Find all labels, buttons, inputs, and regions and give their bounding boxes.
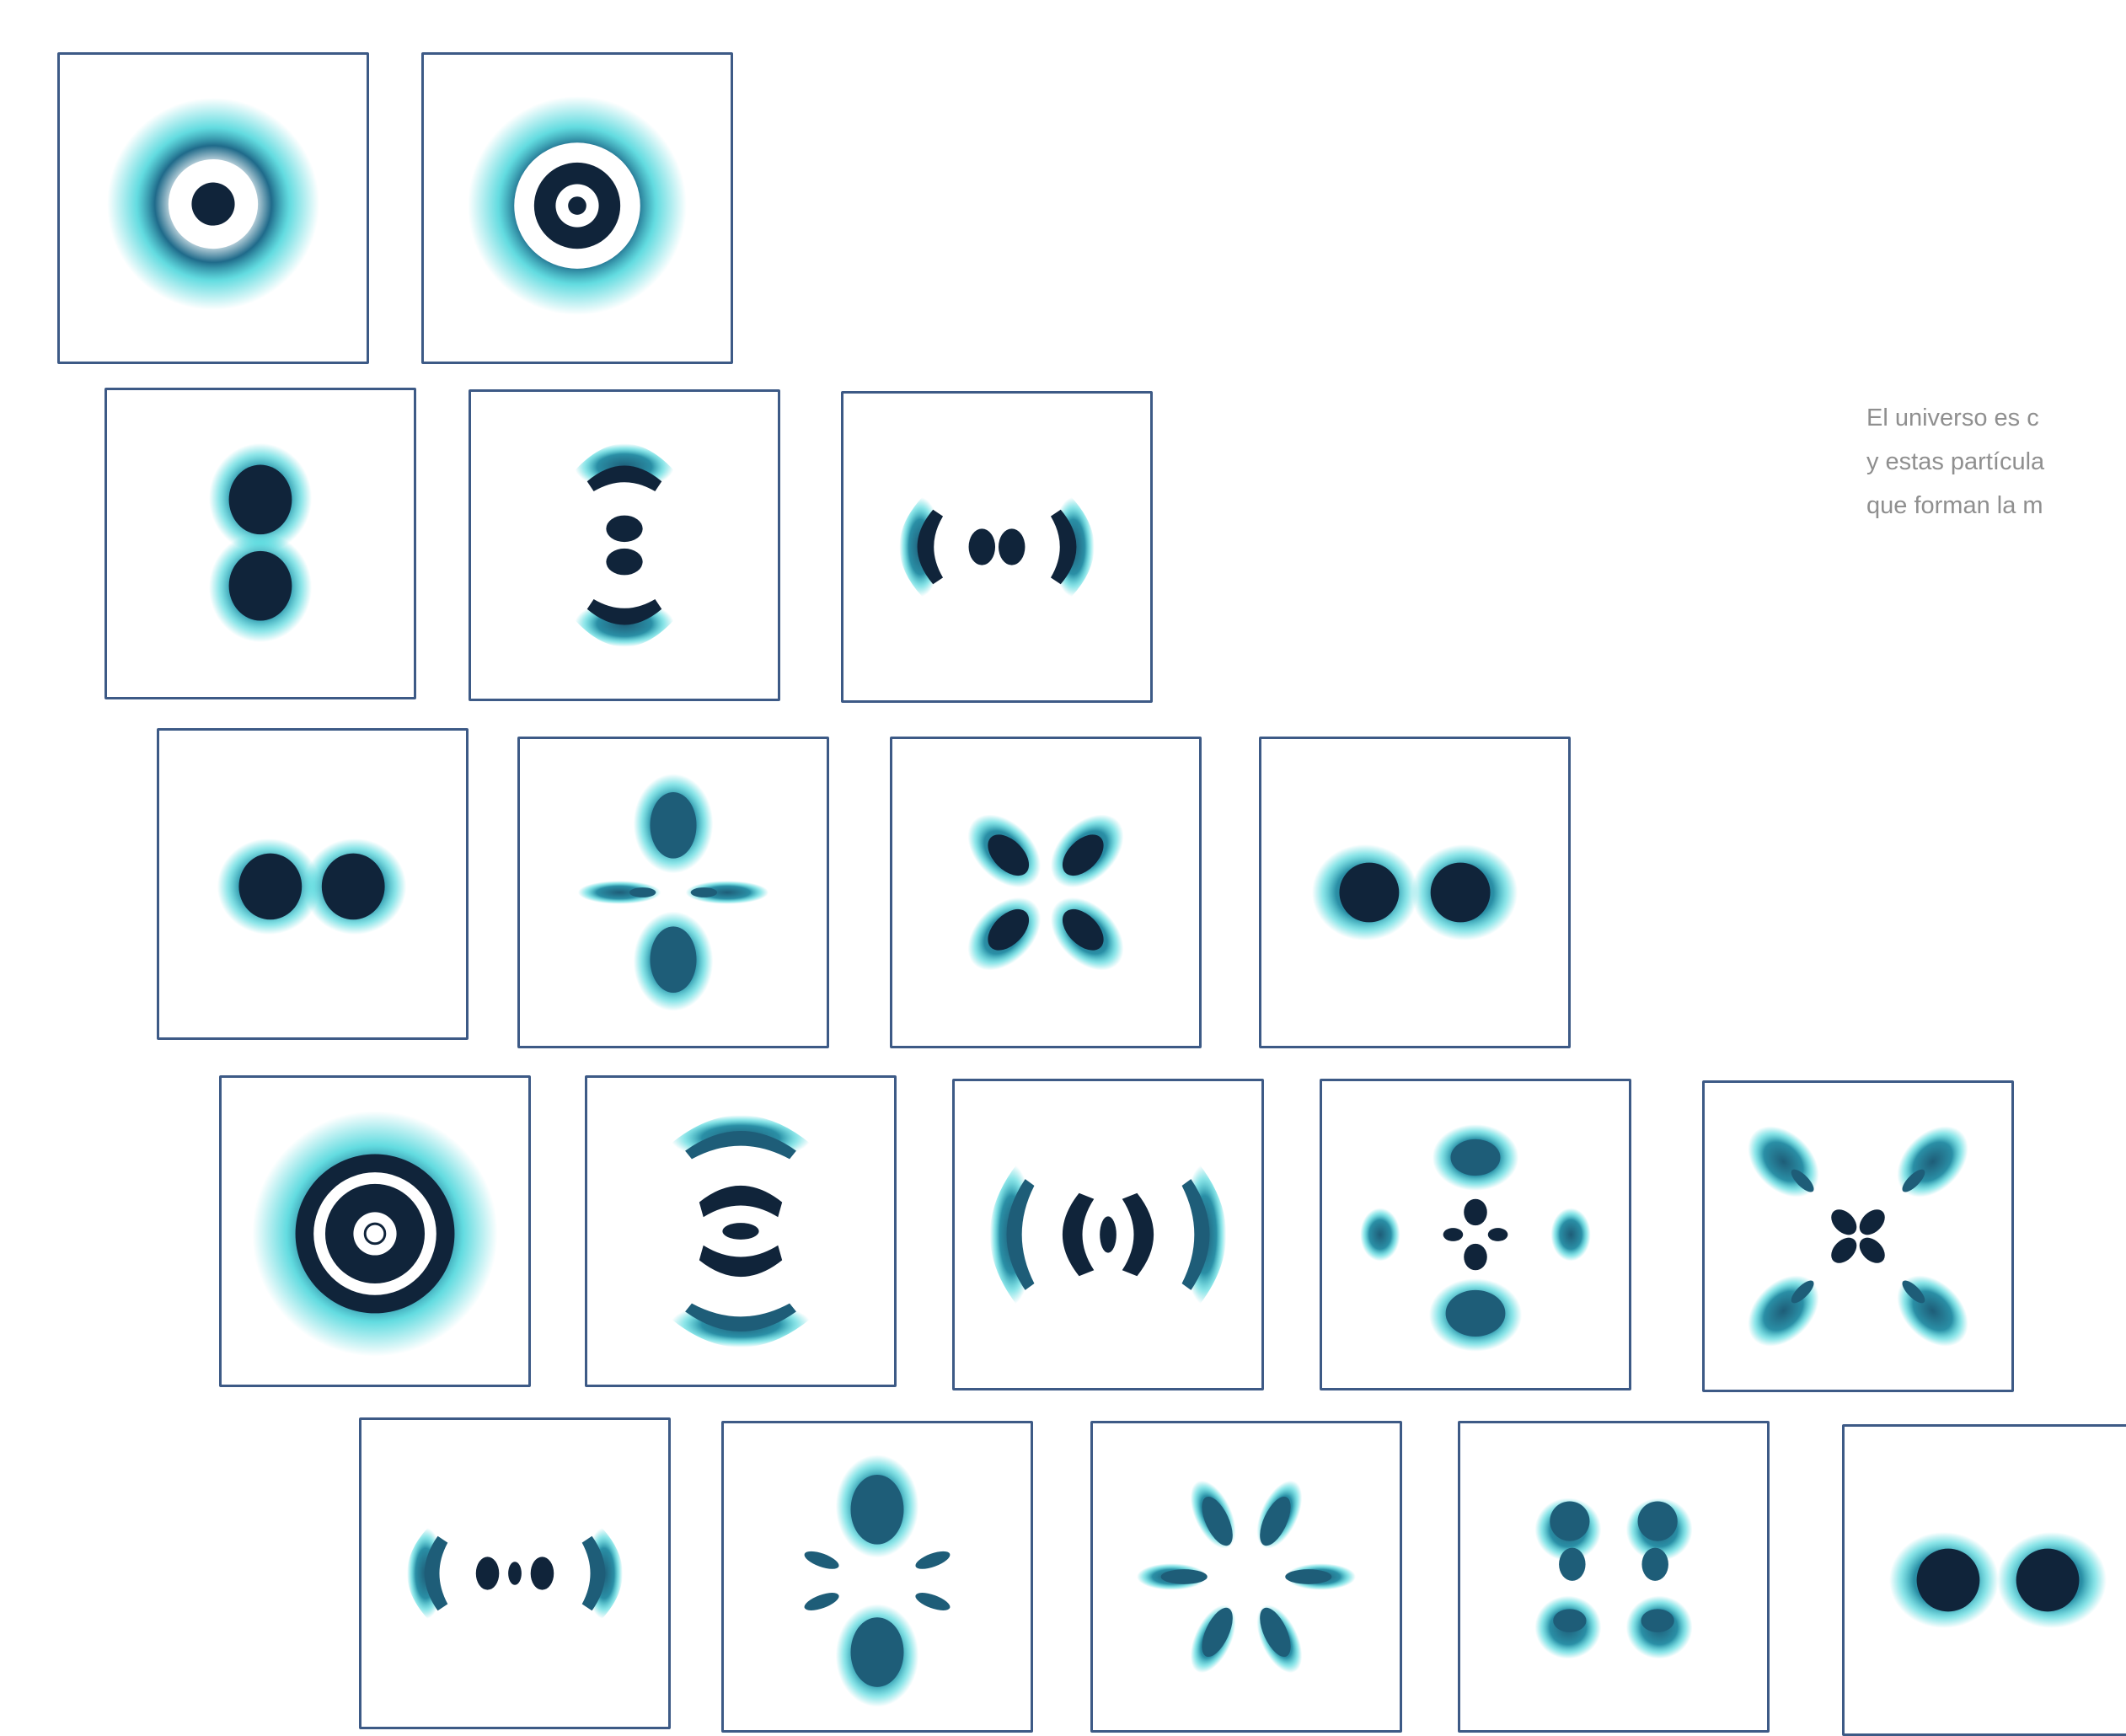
3p-orbital-icon	[843, 394, 1150, 700]
caption-line: y estas partícula	[1866, 440, 2126, 484]
orbital-tile-4f-four	[1458, 1421, 1770, 1733]
orbital-tile-4p-horizontal	[952, 1079, 1264, 1390]
orbital-tile-4p-lower	[359, 1417, 671, 1729]
caption-line: El universo es c	[1866, 396, 2126, 440]
orbital-tile-3p-horizontal	[841, 391, 1153, 703]
3s-orbital-icon	[222, 1078, 528, 1385]
orbital-tile-2p	[104, 388, 416, 699]
orbital-tile-4fz3	[721, 1421, 1033, 1733]
orbital-tile-4dxy	[1702, 1080, 2014, 1392]
orbital-tile-4dz2	[1320, 1079, 1631, 1390]
orbital-tile-4p-vertical	[585, 1075, 897, 1387]
4f-orbital-icon	[1460, 1423, 1767, 1730]
orbital-tile-3p-vertical	[469, 389, 780, 701]
3p-orbital-icon	[471, 392, 778, 699]
orbital-tile-4d-edge	[1842, 1424, 2126, 1736]
4p-orbital-icon	[955, 1081, 1261, 1388]
orbital-tile-3s	[219, 1075, 531, 1387]
orbital-tile-2s	[421, 52, 733, 364]
4d-orbital-icon	[1322, 1081, 1629, 1388]
orbital-tile-3dx2y2	[1259, 737, 1571, 1048]
3p-orbital-icon	[159, 731, 466, 1037]
caption-text: El universo es c y estas partícula que f…	[1866, 396, 2126, 528]
4f-orbital-icon	[724, 1423, 1031, 1730]
caption-line: que forman la m	[1866, 484, 2126, 528]
1s-orbital-icon	[60, 55, 367, 362]
4f-orbital-icon	[1093, 1423, 1400, 1730]
orbital-tile-4f-six	[1090, 1421, 1402, 1733]
2p-orbital-icon	[107, 390, 414, 697]
4p-orbital-icon	[361, 1420, 668, 1727]
orbital-tile-1s	[57, 52, 369, 364]
orbital-tile-2p-horizontal	[157, 728, 469, 1040]
orbital-tile-3dxy	[890, 737, 1202, 1048]
4p-orbital-icon	[587, 1078, 894, 1385]
4d-orbital-icon	[1845, 1427, 2126, 1733]
orbital-tile-3dz2	[517, 737, 829, 1048]
4d-orbital-icon	[1705, 1083, 2011, 1390]
3d-orbital-icon	[1261, 739, 1568, 1046]
3d-orbital-icon	[520, 739, 827, 1046]
3d-orbital-icon	[892, 739, 1199, 1046]
2s-orbital-icon	[424, 55, 731, 362]
